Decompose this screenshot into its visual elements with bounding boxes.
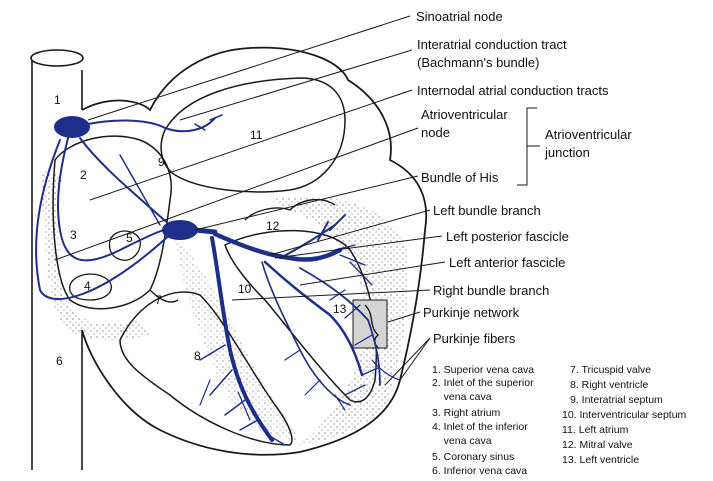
legend-item: 9. Interatrial septum xyxy=(570,394,663,407)
legend-item: 6. Inferior vena cava xyxy=(432,465,527,478)
legend-item: 10. Interventricular septum xyxy=(562,409,686,422)
number-7: 7 xyxy=(155,293,162,307)
septum-stipple xyxy=(175,240,300,440)
legend-item: 3. Right atrium xyxy=(432,407,500,420)
label-av-node-2: node xyxy=(421,125,450,141)
legend-item: 4. Inlet of the inferior xyxy=(432,421,528,434)
number-2: 2 xyxy=(80,168,87,182)
label-av-junction-2: junction xyxy=(545,145,590,161)
label-bachmanns-bundle: (Bachmann's bundle) xyxy=(417,55,539,71)
label-purkinje-fibers: Purkinje fibers xyxy=(433,331,515,347)
sa-node xyxy=(54,116,90,138)
label-left-posterior-fascicle: Left posterior fascicle xyxy=(446,229,569,245)
label-left-anterior-fascicle: Left anterior fascicle xyxy=(449,255,565,271)
label-internodal-tracts: Internodal atrial conduction tracts xyxy=(417,83,609,99)
number-3: 3 xyxy=(70,228,77,242)
legend-item: 7. Tricuspid valve xyxy=(570,364,651,377)
number-4: 4 xyxy=(84,279,91,293)
legend-item: 5. Coronary sinus xyxy=(432,451,514,464)
number-9: 9 xyxy=(158,155,165,169)
label-sinoatrial-node: Sinoatrial node xyxy=(416,9,503,25)
legend-item: vena cava xyxy=(432,391,492,404)
number-11: 11 xyxy=(250,128,262,142)
legend-item: 11. Left atrium xyxy=(562,424,628,437)
label-bundle-of-his: Bundle of His xyxy=(421,170,498,186)
number-10: 10 xyxy=(238,282,251,296)
number-13: 13 xyxy=(333,302,346,316)
number-8: 8 xyxy=(194,349,201,363)
label-purkinje-network: Purkinje network xyxy=(423,305,519,321)
label-interatrial-tract: Interatrial conduction tract xyxy=(417,37,567,53)
label-av-junction-1: Atrioventricular xyxy=(545,127,632,143)
legend-item: 13. Left ventricle xyxy=(562,454,639,467)
myocardium-stipple xyxy=(270,196,408,445)
legend-item: 1. Superior vena cava xyxy=(432,364,534,377)
number-1: 1 xyxy=(54,93,61,107)
coronary-sinus xyxy=(110,231,141,260)
label-left-bundle-branch: Left bundle branch xyxy=(433,203,541,219)
legend-item: 8. Right ventricle xyxy=(570,379,648,392)
label-right-bundle-branch: Right bundle branch xyxy=(433,283,549,299)
number-12: 12 xyxy=(266,219,279,233)
legend-item: 12. Mitral valve xyxy=(562,439,633,452)
label-av-node-1: Atrioventricular xyxy=(421,107,508,123)
number-6: 6 xyxy=(56,354,63,368)
legend-item: 2. Inlet of the superior xyxy=(432,377,534,390)
legend-item: vena cava xyxy=(432,435,492,448)
number-5: 5 xyxy=(126,231,133,245)
